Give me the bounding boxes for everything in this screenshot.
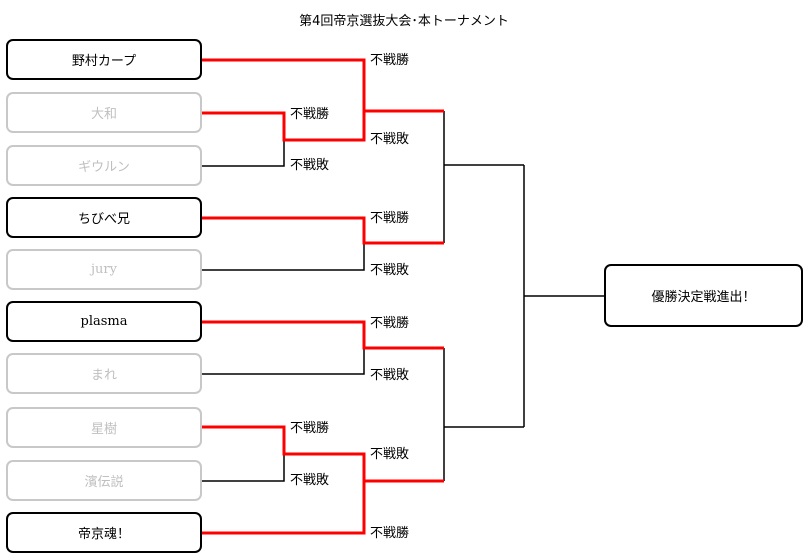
win-line-chibibe <box>202 216 444 245</box>
team-mare: まれ <box>6 353 202 394</box>
team-jury: jury <box>6 249 202 290</box>
team-giurun: ギウルン <box>6 145 202 186</box>
result-label: 不戦敗 <box>370 263 410 278</box>
team-chibibe: ちびべ兄 <box>6 197 202 238</box>
line-r1-bot-lose <box>202 454 285 482</box>
result-label: 不戦勝 <box>370 526 410 541</box>
result-label: 不戦敗 <box>290 473 330 488</box>
result-label: 不戦勝 <box>370 316 410 331</box>
result-label: 不戦敗 <box>290 158 330 173</box>
team-yamato: 大和 <box>6 92 202 133</box>
result-label: 不戦敗 <box>370 132 410 147</box>
final-box: 優勝決定戦進出！ <box>604 264 803 327</box>
line-r2-b-lose <box>202 243 365 271</box>
team-nomura-carp: 野村カープ <box>6 39 202 80</box>
result-label: 不戦敗 <box>370 368 410 383</box>
result-label: 不戦勝 <box>290 107 330 122</box>
win-line-seiju <box>202 425 444 483</box>
result-label: 不戦勝 <box>370 211 410 226</box>
win-line-plasma <box>202 320 444 350</box>
team-seiju: 星樹 <box>6 407 202 448</box>
win-line-teikyo <box>202 481 366 535</box>
team-hama-densetsu: 濱伝説 <box>6 460 202 501</box>
win-line-nomura <box>202 58 444 113</box>
result-label: 不戦勝 <box>370 53 410 68</box>
line-r2-c-lose <box>202 348 365 375</box>
win-line-yamato <box>202 111 366 142</box>
result-label: 不戦勝 <box>290 421 330 436</box>
page-title: 第4回帝京選抜大会･本トーナメント <box>299 14 509 29</box>
line-r1-top-lose <box>202 140 285 167</box>
team-teikyo-tamashii: 帝京魂！ <box>6 512 202 553</box>
result-label: 不戦敗 <box>370 447 410 462</box>
team-plasma: plasma <box>6 301 202 342</box>
